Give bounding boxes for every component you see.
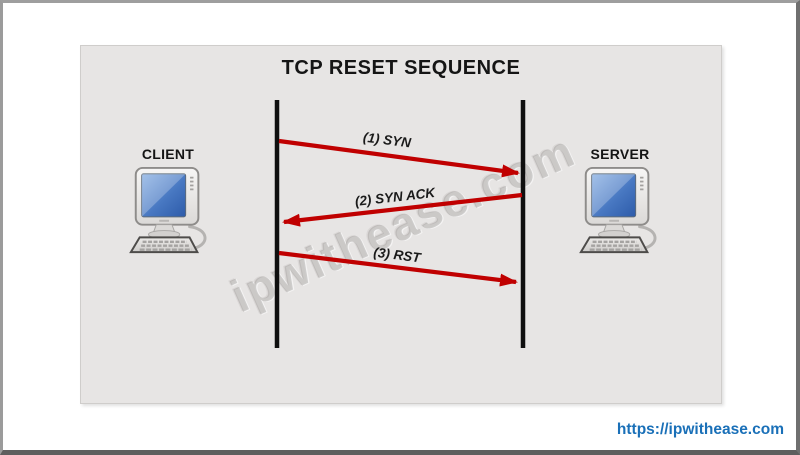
syn-arrow (278, 138, 520, 178)
keyboard-keys (139, 240, 192, 251)
client-label: CLIENT (141, 146, 195, 162)
monitor-badge (609, 219, 620, 222)
server-label: SERVER (590, 146, 650, 162)
sequence-overlay (274, 100, 526, 348)
footer-website-link[interactable]: https://ipwithease.com (616, 421, 784, 438)
cable (638, 225, 657, 250)
keyboard-keys (589, 240, 642, 251)
rst-arrow (278, 250, 518, 287)
diagram-title: TCP RESET SEQUENCE (281, 57, 521, 79)
cable (188, 225, 207, 250)
monitor-buttons (190, 176, 194, 191)
monitor-screen (591, 173, 637, 218)
monitor-screen (141, 173, 187, 218)
client-computer-icon (129, 166, 207, 254)
syn-ack-arrow (282, 192, 523, 227)
server-computer-icon (579, 166, 657, 254)
monitor-badge (159, 219, 170, 222)
monitor-buttons (640, 176, 644, 191)
